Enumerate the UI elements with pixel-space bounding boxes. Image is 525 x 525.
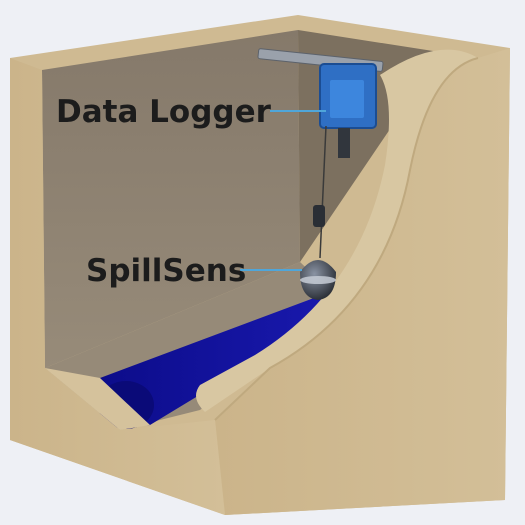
benching-curve-edge: [214, 57, 479, 421]
benching-top-face: [196, 49, 478, 412]
spillsens-label: SpillSens: [86, 253, 246, 289]
data-logger-label: Data Logger: [56, 94, 272, 130]
benching-front-face: [215, 48, 510, 515]
front-left-wall: [10, 58, 225, 515]
cable-weight: [313, 205, 325, 227]
logger-connector: [338, 128, 350, 158]
data-logger-device: [257, 48, 384, 259]
logger-panel: [330, 80, 364, 118]
inner-back-wall: [42, 30, 300, 368]
sensor-cable: [319, 125, 327, 259]
spill-sensor-device: [300, 260, 336, 300]
sensor-band: [300, 276, 336, 284]
benching-wall: [196, 48, 510, 515]
water-surface: [100, 292, 349, 426]
front-left-ledge: [45, 368, 150, 430]
